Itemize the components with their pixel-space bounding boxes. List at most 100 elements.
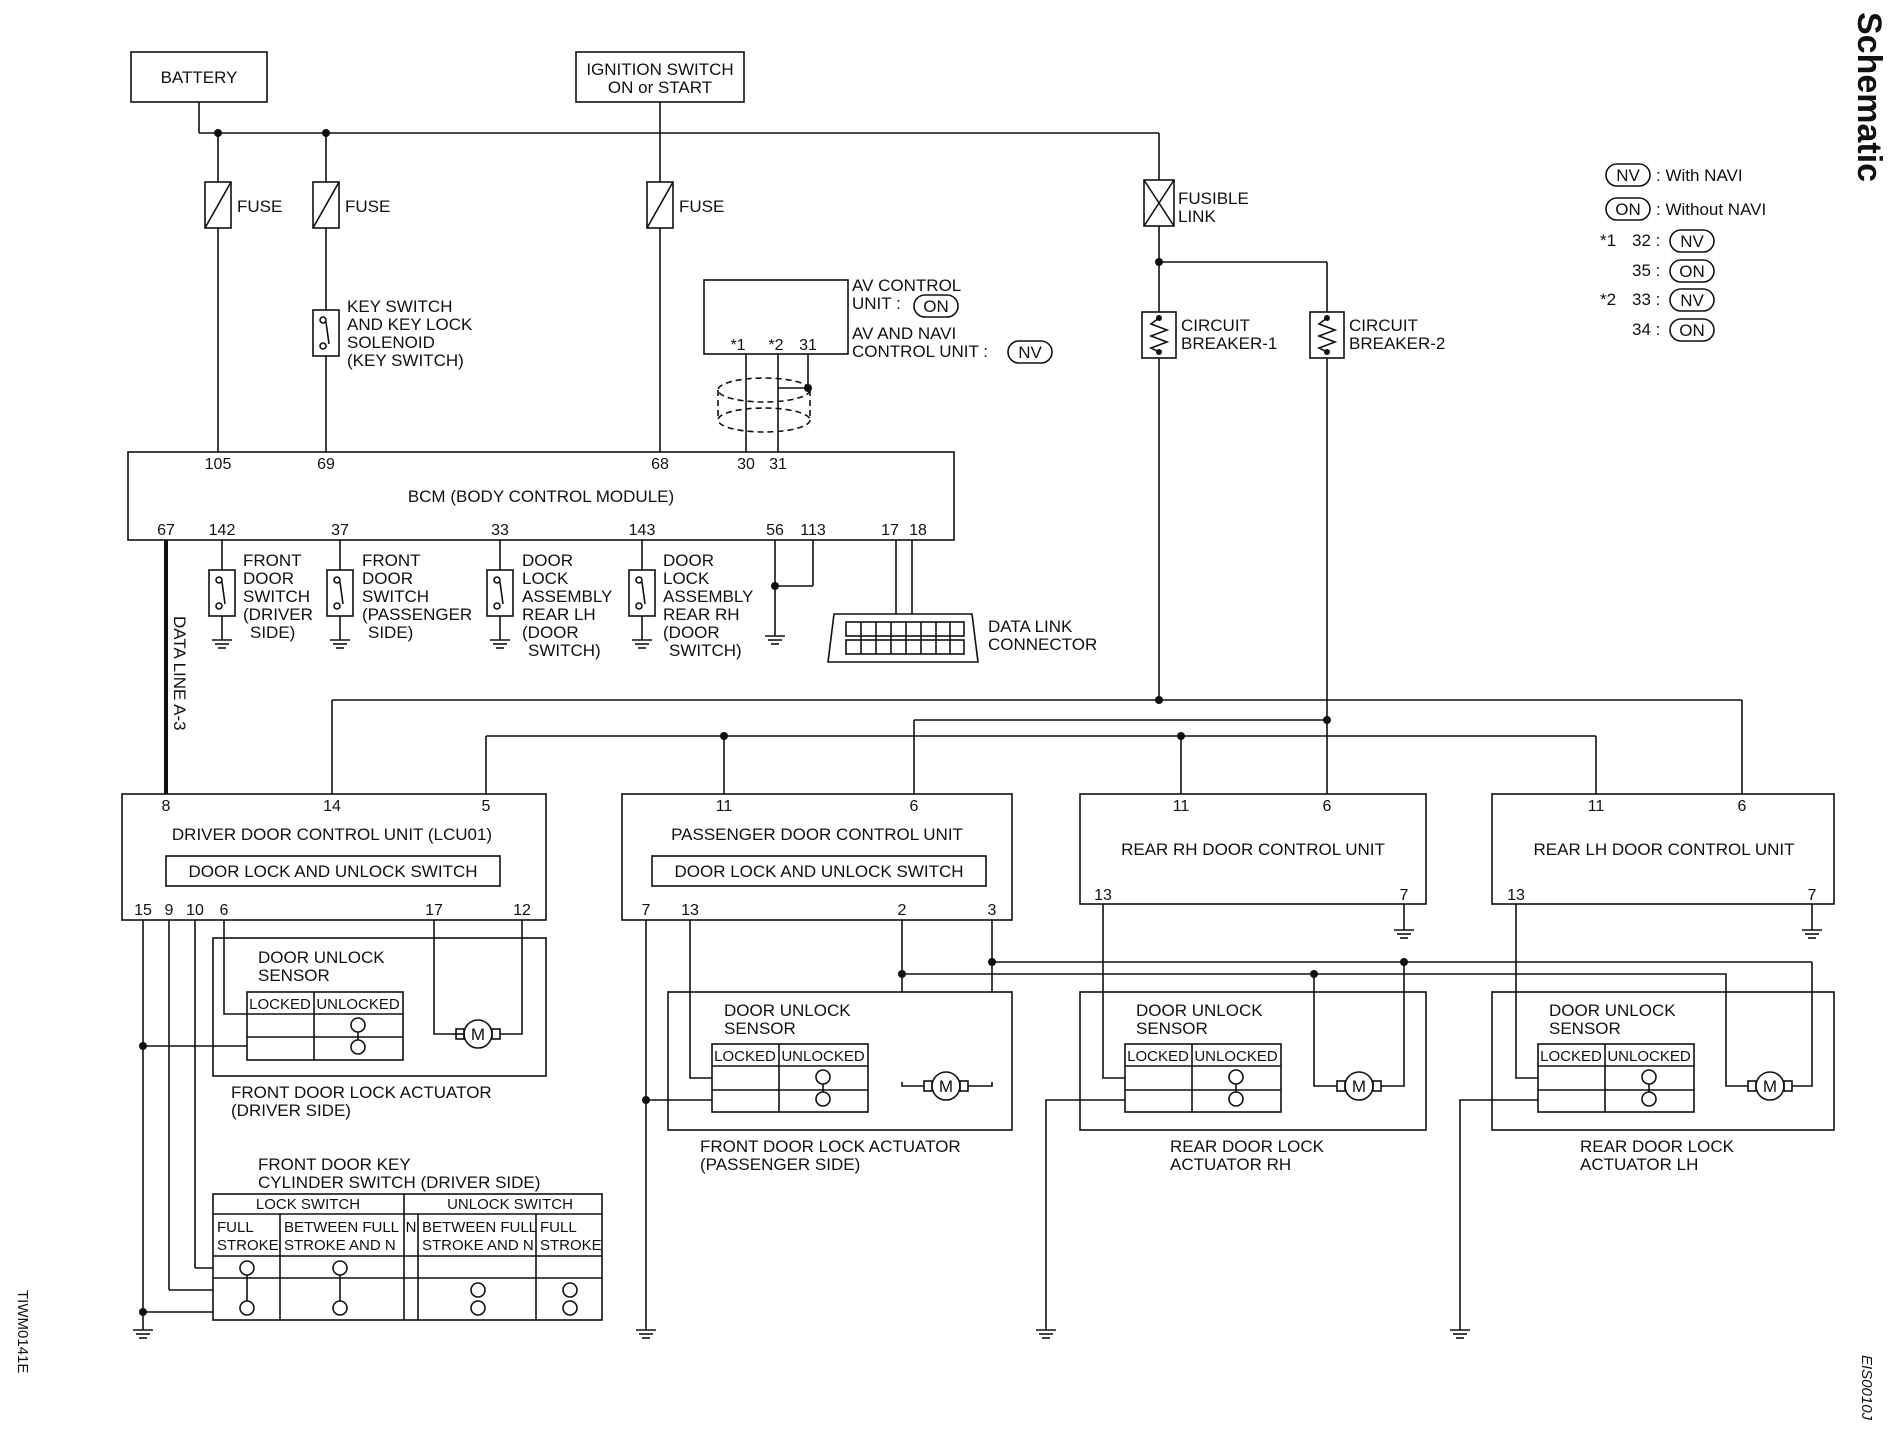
bcm-pin-33: 33 [491,522,509,539]
rlh-motor: M [1763,1077,1777,1096]
pas-actuator-label-2: (PASSENGER SIDE) [700,1155,860,1174]
bcm-pin-31: 31 [769,456,787,473]
rear-door-lock-actuator-rh: DOOR UNLOCK SENSOR LOCKED UNLOCKED M REA… [1079,991,1427,1174]
av-pin-star1: *1 [730,337,745,354]
fuse-3-label: FUSE [679,197,724,216]
ddcu-title: DRIVER DOOR CONTROL UNIT (LCU01) [172,825,492,844]
rlh-actuator-label-1: REAR DOOR LOCK [1580,1137,1735,1156]
ddcu-pin-12: 12 [513,902,531,919]
figure-code-right: EIS0010J [1858,1355,1875,1421]
key-switch-label-4: (KEY SWITCH) [347,351,464,370]
rlh-sensor-l1: DOOR UNLOCK [1549,1001,1676,1020]
legend-pin-33: 33 : [1632,290,1660,309]
drv-actuator-label-1: FRONT DOOR LOCK ACTUATOR [231,1083,492,1102]
drv-unlocked: UNLOCKED [316,996,400,1013]
fds-pass-l1: FRONT [362,551,421,570]
av-label-4: CONTROL UNIT : [852,342,988,361]
legend-pin-32: 32 : [1632,231,1660,250]
dla-lh-l2: LOCK [522,569,569,588]
bcm-pin-18: 18 [909,522,927,539]
drv-locked: LOCKED [249,996,311,1013]
fds-driver-l3: SWITCH [243,587,310,606]
pdcu-pin-13: 13 [681,902,699,919]
circuit-breaker-2-label-2: BREAKER-2 [1349,334,1445,353]
rlh-locked: LOCKED [1540,1048,1602,1065]
drv-motor: M [471,1025,485,1044]
pdcu-pin-7: 7 [642,902,651,919]
legend: NV : With NAVI ON : Without NAVI *1 32 :… [1600,163,1766,342]
fds-driver-l1: FRONT [243,551,302,570]
kcs-lock-switch: LOCK SWITCH [256,1196,360,1213]
rlh-pin-7: 7 [1808,887,1817,904]
dla-rh-l6: SWITCH) [669,641,742,660]
rlh-unlocked: UNLOCKED [1607,1048,1691,1065]
pas-unlocked: UNLOCKED [781,1048,865,1065]
fusible-link: FUSIBLE LINK [1143,179,1249,227]
rlh-pin-6: 6 [1738,798,1747,815]
circuit-breaker-1-label-2: BREAKER-1 [1181,334,1277,353]
pdcu-switch: DOOR LOCK AND UNLOCK SWITCH [674,862,963,881]
ddcu-switch: DOOR LOCK AND UNLOCK SWITCH [188,862,477,881]
rrh-actuator-label-2: ACTUATOR RH [1170,1155,1291,1174]
dlc-label-1: DATA LINK [988,617,1073,636]
kcs-stroke-1: STROKE [217,1237,279,1254]
av-control-unit: *1 *2 31 AV CONTROL UNIT : ON AV AND NAV… [703,276,1053,364]
av-nv-tag: NV [1018,343,1042,362]
circuit-breaker-1-label-1: CIRCUIT [1181,316,1250,335]
bcm-pin-113: 113 [800,522,826,539]
av-on-tag: ON [923,297,949,316]
rear-door-lock-actuator-lh: DOOR UNLOCK SENSOR LOCKED UNLOCKED M REA… [1491,991,1835,1174]
av-pin-31: 31 [799,337,817,354]
fusible-link-label-1: FUSIBLE [1178,189,1249,208]
ignition-switch: IGNITION SWITCH ON or START [575,51,745,103]
fuse-1-label: FUSE [237,197,282,216]
legend-pin-34: 34 : [1632,320,1660,339]
dla-rh-l3: ASSEMBLY [663,587,753,606]
fusible-link-label-2: LINK [1178,207,1216,226]
rrh-unlocked: UNLOCKED [1194,1048,1278,1065]
fds-pass-l5: SIDE) [368,623,413,642]
bcm-pin-142: 142 [209,522,236,539]
circuit-breaker-1: CIRCUIT BREAKER-1 [1141,311,1277,359]
kcs-full-1: FULL [217,1219,254,1236]
front-door-lock-actuator-passenger: DOOR UNLOCK SENSOR LOCKED UNLOCKED M FRO… [667,991,1013,1174]
schematic-title: Schematic [1850,12,1888,182]
dla-lh-l5: (DOOR [522,623,579,642]
drv-sensor-l1: DOOR UNLOCK [258,948,385,967]
kcs-between-1: BETWEEN FULL [284,1219,399,1236]
circuit-breaker-2: CIRCUIT BREAKER-2 [1309,311,1445,359]
bcm-pin-56: 56 [766,522,784,539]
bcm-pin-143: 143 [629,522,656,539]
fds-driver-l5: SIDE) [250,623,295,642]
fuse-2: FUSE [312,181,390,229]
bcm: BCM (BODY CONTROL MODULE) 105 69 68 30 3… [127,451,955,541]
ddcu-pin-10: 10 [186,902,204,919]
drv-sensor-l2: SENSOR [258,966,330,985]
dla-rh-l2: LOCK [663,569,710,588]
ddcu-pin-8: 8 [162,798,171,815]
dlc-label-2: CONNECTOR [988,635,1097,654]
dla-rh-l5: (DOOR [663,623,720,642]
data-link-connector: DATA LINK CONNECTOR [827,540,1097,663]
legend-pin-32-tag: NV [1680,232,1704,251]
fuse-2-label: FUSE [345,197,390,216]
ddcu-pin-14: 14 [323,798,341,815]
fuse-1: FUSE [204,181,282,229]
driver-door-control-unit: 8 14 5 DRIVER DOOR CONTROL UNIT (LCU01) … [121,793,547,921]
rrh-title: REAR RH DOOR CONTROL UNIT [1121,840,1385,859]
av-label-1: AV CONTROL [852,276,961,295]
kcs-stroke-n-2: STROKE AND N [422,1237,534,1254]
data-line-label: DATA LINE A-3 [170,616,189,731]
av-label-3: AV AND NAVI [852,324,956,343]
rrh-actuator-label-1: REAR DOOR LOCK [1170,1137,1325,1156]
ignition-label-2: ON or START [608,78,712,97]
door-lock-assembly-rear-rh: DOOR LOCK ASSEMBLY REAR RH (DOOR SWITCH) [628,540,753,660]
front-door-switch-driver: FRONT DOOR SWITCH (DRIVER SIDE) [208,540,313,649]
legend-pin-35-tag: ON [1679,262,1705,281]
rlh-pin-11: 11 [1588,798,1605,815]
kcs-full-2: FULL [540,1219,577,1236]
front-door-switch-passenger: FRONT DOOR SWITCH (PASSENGER SIDE) [326,540,472,649]
front-door-key-cylinder-switch: FRONT DOOR KEY CYLINDER SWITCH (DRIVER S… [212,1155,603,1321]
rrh-pin-6: 6 [1323,798,1332,815]
key-switch-label-3: SOLENOID [347,333,435,352]
